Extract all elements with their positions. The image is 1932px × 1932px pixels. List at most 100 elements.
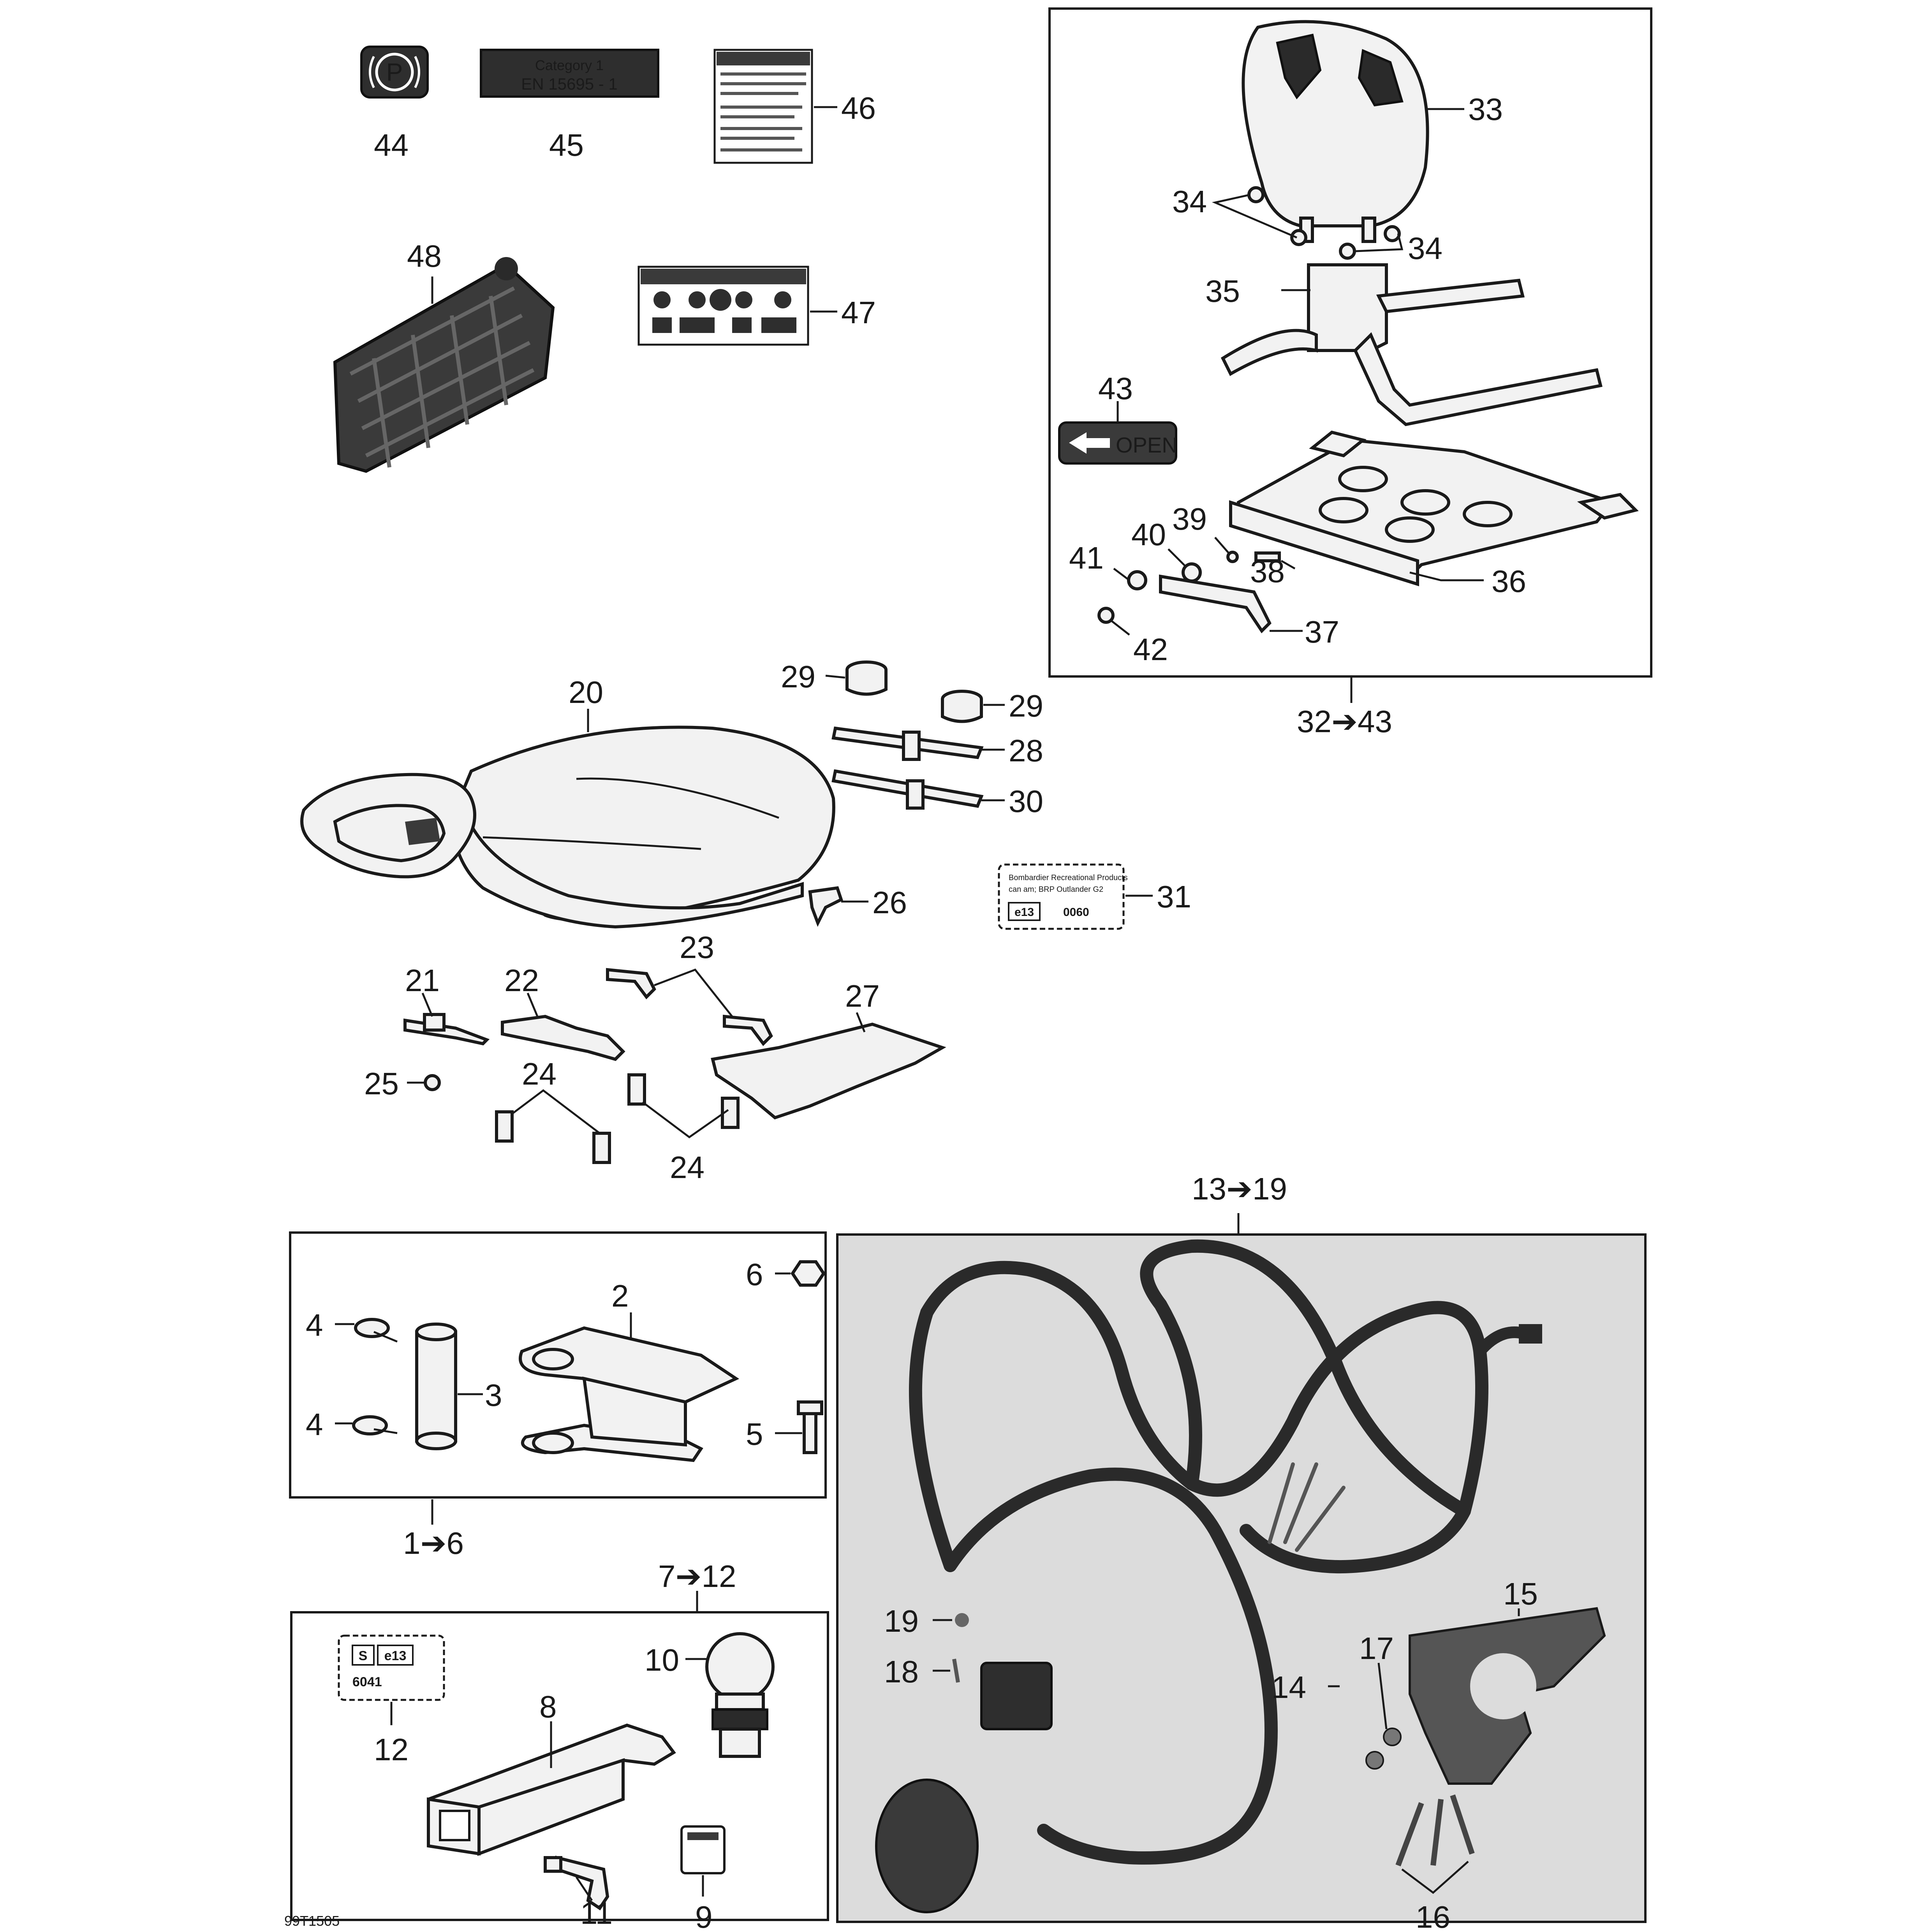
lynch-pin-4b [352,1415,398,1435]
callout-20: 20 [569,675,603,710]
callout-16: 16 [1416,1900,1450,1932]
harness-connector [1519,1324,1542,1344]
callout-26: 26 [872,885,907,920]
callout-17: 17 [1359,1631,1394,1666]
label-31-code: 0060 [1063,906,1089,919]
callout-35: 35 [1205,274,1240,308]
hitch-pin-11 [544,1855,609,1911]
mounting-plate-hole [1470,1653,1536,1719]
callout-34a: 34 [1172,184,1207,219]
group-32-43: 32➔43 [1297,704,1392,739]
bracket-23a [606,968,656,1000]
washer-41 [1127,570,1147,590]
sticker-9 [680,1825,726,1874]
callout-42: 42 [1133,632,1168,667]
callout-23: 23 [680,930,714,965]
bracket-22 [501,1014,625,1061]
decal-parking: P [360,46,429,99]
sheet-code: 99T1505 [284,1913,340,1929]
callout-48: 48 [407,239,442,273]
label-12-code: 6041 [352,1675,382,1689]
callout-5: 5 [746,1417,763,1451]
nut-17a [1383,1728,1402,1746]
callout-18: 18 [884,1654,919,1689]
decal-parking-symbol: P [386,58,403,86]
callout-25: 25 [364,1066,399,1101]
callout-19: 19 [884,1604,919,1638]
callout-9: 9 [695,1900,713,1932]
callout-29b: 29 [1009,689,1043,723]
bar-28-clip [902,731,921,761]
bolt-5 [797,1400,823,1454]
callout-28: 28 [1009,733,1043,768]
callout-43: 43 [1098,371,1133,406]
callout-29a: 29 [781,659,815,694]
callout-45: 45 [549,128,584,162]
callout-15: 15 [1503,1576,1538,1611]
screw-34b [1290,229,1307,246]
seat [300,726,835,929]
bar-30-clip [906,779,925,810]
nut-6 [791,1260,826,1287]
nut-25 [424,1074,441,1091]
lynch-pin-4a [354,1318,398,1343]
callout-39: 39 [1172,502,1207,536]
group-13-19: 13➔19 [1192,1171,1287,1206]
callout-30: 30 [1009,784,1043,819]
callout-31: 31 [1157,879,1191,914]
callout-47: 47 [841,295,876,330]
callout-12: 12 [374,1732,409,1767]
label-12-s: S [359,1648,368,1663]
screws-16 [1395,1794,1475,1867]
callout-2: 2 [611,1279,629,1313]
callout-3: 3 [485,1378,502,1412]
shield-27 [711,1022,946,1120]
nut-17b [1365,1751,1384,1770]
angle-bracket [1159,574,1272,634]
callout-44: 44 [374,128,409,162]
label-31: Bombardier Recreational Products can am;… [998,863,1128,930]
rubber-stop-29b [941,690,983,723]
callout-40: 40 [1131,517,1166,552]
callout-46: 46 [841,91,876,125]
label-31-line1: Bombardier Recreational Products [1009,874,1128,882]
trailer-socket [875,1779,979,1913]
callout-24a: 24 [522,1057,557,1091]
group-7-12: 7➔12 [658,1559,736,1594]
backrest-bracket [1220,263,1603,426]
hitch-ball-10 [705,1632,775,1758]
callout-8: 8 [539,1689,557,1724]
support-plate [1229,430,1639,586]
callout-11: 11 [580,1896,613,1930]
callout-10: 10 [645,1643,679,1677]
screw-34a [1247,186,1265,203]
callout-21: 21 [405,963,440,998]
callout-4b: 4 [306,1407,323,1442]
decal-warning [713,49,813,164]
decal-tire-pressure [638,266,809,346]
callout-34b: 34 [1408,231,1442,266]
callout-41: 41 [1069,541,1104,575]
decal-category: Category 1 EN 15695 - 1 [480,49,659,98]
callout-6: 6 [746,1257,763,1292]
decal-open-text: OPEN [1116,433,1178,457]
callout-4a: 4 [306,1308,323,1342]
nut-42 [1097,607,1115,624]
screw-18 [952,1659,960,1683]
rubber-stop-29a [845,660,888,696]
callout-27: 27 [845,979,880,1013]
callout-33: 33 [1468,92,1503,127]
callout-24b: 24 [670,1150,704,1185]
decal-category-line2: EN 15695 - 1 [521,75,618,93]
backrest-pad [1242,20,1429,243]
label-12-mark: e13 [384,1648,407,1663]
bracket-21 [403,1018,490,1046]
hitch-bracket-2 [519,1326,740,1462]
decal-category-line1: Category 1 [535,57,604,73]
callout-37: 37 [1305,615,1339,649]
screw-34c [1384,225,1401,242]
bolt-38 [1254,551,1281,562]
pin-tube-3 [415,1323,457,1450]
label-31-mark: e13 [1014,906,1034,919]
